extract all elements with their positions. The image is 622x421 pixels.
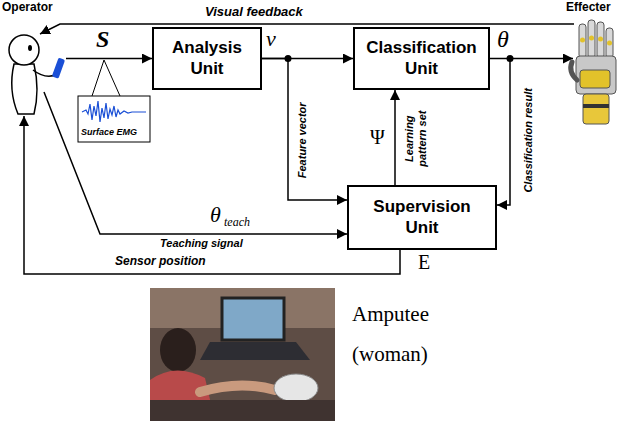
signal-symbol: ν bbox=[266, 26, 276, 51]
signal-symbol: Ψ bbox=[370, 126, 385, 149]
output-line bbox=[510, 58, 573, 60]
edge-label: Classification result bbox=[522, 82, 535, 198]
operator-head bbox=[9, 35, 39, 65]
finger bbox=[579, 24, 586, 58]
edge-label: Learning pattern set bbox=[403, 96, 428, 180]
connector bbox=[262, 59, 347, 201]
prosthetic-hand bbox=[274, 374, 318, 402]
actor-label: Effecter bbox=[566, 1, 611, 15]
connector bbox=[394, 90, 396, 185]
teaching-line bbox=[44, 92, 347, 234]
connector bbox=[490, 59, 510, 206]
photo-ground bbox=[150, 288, 335, 421]
operator-figure bbox=[9, 35, 65, 114]
finger bbox=[597, 22, 604, 58]
person-head bbox=[160, 328, 196, 372]
desk bbox=[150, 400, 335, 421]
thumb bbox=[571, 62, 577, 80]
finger-joint bbox=[598, 37, 603, 42]
operator-eye bbox=[28, 45, 32, 51]
hand-illustration bbox=[571, 20, 616, 124]
operator-body bbox=[12, 64, 37, 114]
signal-symbol: θ bbox=[210, 202, 221, 227]
inset-caption: Surface EMG bbox=[81, 127, 137, 137]
process-box: Supervision Unit bbox=[347, 185, 497, 250]
callout-line bbox=[104, 60, 120, 96]
palm-plate bbox=[580, 70, 610, 88]
box-text: Analysis Unit bbox=[162, 38, 252, 79]
emg-sensor bbox=[52, 58, 65, 79]
finger bbox=[588, 20, 595, 58]
sensor-line bbox=[24, 116, 400, 274]
callout-line bbox=[92, 60, 104, 96]
signal-subscript: teach bbox=[224, 216, 250, 230]
wrist bbox=[583, 94, 609, 124]
finger-joint bbox=[607, 41, 612, 46]
process-box: Classification Unit bbox=[353, 27, 490, 90]
laptop-base bbox=[200, 342, 310, 360]
feedback-line bbox=[40, 24, 574, 34]
edge-label: Feature vector bbox=[296, 97, 309, 183]
palm bbox=[576, 56, 616, 94]
emg-waveform bbox=[82, 101, 146, 122]
box-text: Supervision Unit bbox=[357, 197, 487, 238]
signal-label: Teaching signal bbox=[160, 237, 243, 250]
box-text: Classification Unit bbox=[363, 38, 480, 79]
signal-label: Visual feedback bbox=[205, 5, 303, 20]
wrist-band bbox=[583, 104, 609, 108]
signal-label: Sensor position bbox=[115, 255, 206, 269]
actor-label: Operator bbox=[2, 1, 53, 15]
finger-joint bbox=[589, 36, 594, 41]
finger bbox=[606, 28, 613, 58]
finger-joint bbox=[580, 38, 585, 43]
emg-inset bbox=[78, 96, 150, 142]
laptop-screen bbox=[222, 298, 284, 340]
process-box: Analysis Unit bbox=[152, 27, 262, 90]
photo-caption: Amputee (woman) bbox=[352, 294, 462, 374]
signal-symbol: E bbox=[418, 251, 430, 274]
signal-symbol: S bbox=[96, 26, 109, 54]
signal-symbol: θ bbox=[497, 26, 509, 54]
signal-line bbox=[66, 58, 152, 60]
person-arm bbox=[200, 385, 275, 392]
photo bbox=[150, 288, 335, 421]
